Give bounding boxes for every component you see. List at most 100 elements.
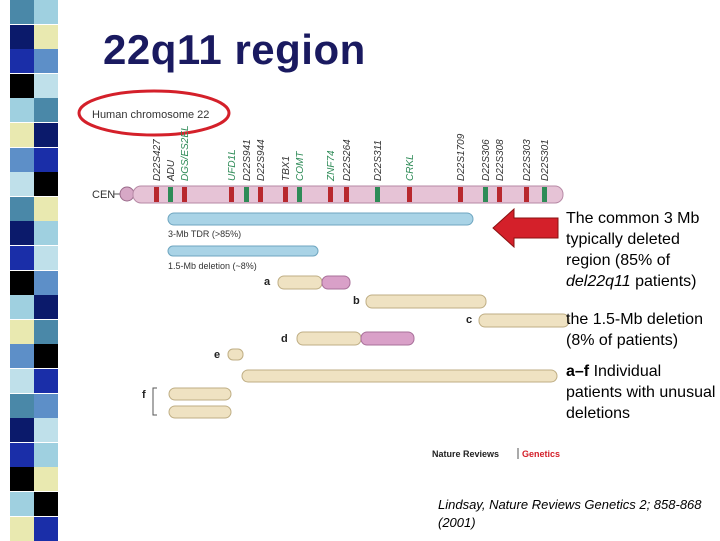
marker-label: D22S1709: [456, 133, 467, 181]
patient-f3-bar: [169, 406, 231, 418]
decorative-square: [10, 98, 34, 122]
decorative-square: [34, 25, 58, 49]
patient-c-label: c: [466, 314, 472, 326]
decorative-square: [34, 123, 58, 147]
decorative-square: [34, 49, 58, 73]
centromere-label: CEN: [92, 189, 115, 201]
decorative-square: [10, 246, 34, 270]
marker-label: D22S264: [342, 139, 353, 181]
patient-d-extension: [361, 332, 414, 345]
patient-f1-bar: [242, 370, 557, 382]
chromosome-band: [524, 187, 529, 202]
decorative-square: [10, 221, 34, 245]
decorative-square: [34, 197, 58, 221]
marker-label: COMT: [295, 151, 306, 181]
decorative-square: [34, 394, 58, 418]
decorative-square: [34, 369, 58, 393]
chromosome-band: [154, 187, 159, 202]
decorative-square: [34, 98, 58, 122]
decorative-square: [10, 295, 34, 319]
decorative-square: [34, 320, 58, 344]
chromosome-band: [542, 187, 547, 202]
chromosome-band: [497, 187, 502, 202]
decorative-square: [10, 49, 34, 73]
decorative-square: [10, 443, 34, 467]
note-individual-patients: a–f Individual patients with unusual del…: [566, 361, 716, 424]
marker-label: DGS/ES2EL: [180, 125, 191, 181]
patient-a-label: a: [264, 276, 271, 288]
note-common-italic: del22q11: [566, 273, 631, 290]
decorative-square: [10, 394, 34, 418]
decorative-square: [34, 74, 58, 98]
pointer-arrow: [492, 208, 560, 248]
note-15mb-deletion: the 1.5-Mb deletion (8% of patients): [566, 309, 720, 351]
centromere: [120, 187, 134, 201]
marker-label: D22S306: [481, 139, 492, 181]
decorative-square: [10, 517, 34, 541]
decorative-square: [10, 271, 34, 295]
decorative-square: [34, 246, 58, 270]
decorative-square: [10, 344, 34, 368]
decorative-square: [34, 418, 58, 442]
patient-d-bar: [297, 332, 361, 345]
publisher-label: Nature Reviews: [432, 449, 499, 459]
decorative-square: [34, 492, 58, 516]
marker-label: D22S941: [242, 139, 253, 181]
patient-e-bar: [228, 349, 243, 360]
patient-b-label: b: [353, 295, 360, 307]
decorative-square: [34, 467, 58, 491]
marker-label: D22S311: [373, 140, 384, 181]
chromosome-band: [328, 187, 333, 202]
tdr-3mb-label: 3-Mb TDR (>85%): [168, 229, 241, 239]
citation: Lindsay, Nature Reviews Genetics 2; 858-…: [438, 496, 720, 532]
marker-label: UFD1L: [227, 149, 238, 181]
patient-d-label: d: [281, 333, 288, 345]
note-common-suffix: patients): [631, 273, 697, 290]
note-individual-text: Individual patients with unusual deletio…: [566, 363, 715, 422]
decorative-square: [10, 320, 34, 344]
patient-a-bar: [278, 276, 322, 289]
decorative-square: [10, 197, 34, 221]
decorative-square: [10, 0, 34, 24]
chromosome-band: [458, 187, 463, 202]
deletion-15mb-bar: [168, 246, 318, 256]
note-common-3mb: The common 3 Mb typically deleted region…: [566, 208, 720, 292]
tdr-3mb-bar: [168, 213, 473, 225]
chromosome-band: [283, 187, 288, 202]
marker-label: D22S301: [540, 139, 551, 181]
note-common-text: The common 3 Mb typically deleted region…: [566, 210, 699, 269]
patient-b-bar: [366, 295, 486, 308]
note-individual-bold: a–f: [566, 363, 589, 380]
patient-a-extension: [322, 276, 350, 289]
chromosome-band: [182, 187, 187, 202]
decorative-square: [34, 271, 58, 295]
decorative-square: [10, 148, 34, 172]
marker-label: D22S944: [256, 139, 267, 181]
marker-label: D22S303: [522, 139, 533, 181]
decorative-square: [10, 467, 34, 491]
marker-label: ZNF74: [326, 150, 337, 182]
decorative-square: [10, 123, 34, 147]
decorative-square: [34, 0, 58, 24]
decorative-square: [34, 172, 58, 196]
decorative-square: [34, 344, 58, 368]
decorative-square: [34, 295, 58, 319]
decorative-square: [10, 369, 34, 393]
marker-label: ADU: [166, 159, 177, 182]
chromosome-band: [344, 187, 349, 202]
chromosome-band: [258, 187, 263, 202]
chromosome-band: [297, 187, 302, 202]
deletion-15mb-label: 1.5-Mb deletion (~8%): [168, 261, 257, 271]
chromosome-band: [483, 187, 488, 202]
decorative-square: [34, 148, 58, 172]
decorative-square: [10, 172, 34, 196]
patient-f-label: f: [142, 389, 146, 401]
marker-label: D22S427: [152, 139, 163, 181]
decorative-square: [10, 492, 34, 516]
decorative-square: [10, 25, 34, 49]
marker-label: CRKL: [405, 154, 416, 181]
chromosome-band: [375, 187, 380, 202]
decorative-square: [10, 418, 34, 442]
